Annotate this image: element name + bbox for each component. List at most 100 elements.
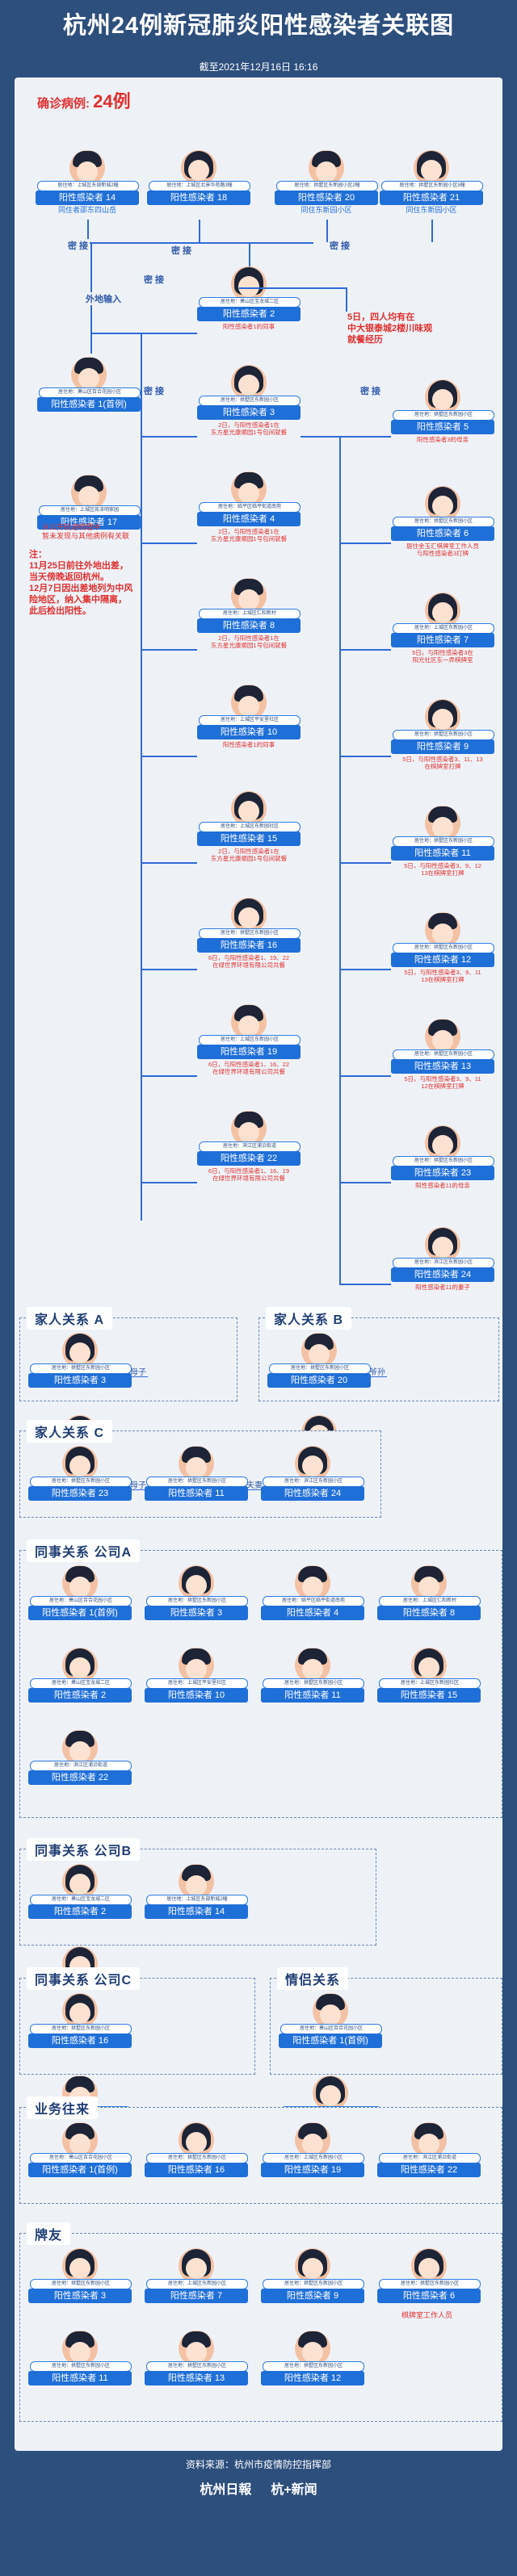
case-label: 阳性感染者 2 xyxy=(197,307,301,321)
connector-line xyxy=(339,756,391,757)
avatar-face xyxy=(302,1659,323,1680)
avatar xyxy=(62,1648,98,1683)
case-label: 阳性感染者 16 xyxy=(197,938,301,953)
edge-label: 密 接 xyxy=(142,384,166,397)
avatar-face xyxy=(418,1577,439,1598)
case-label: 阳性感染者 19 xyxy=(197,1045,301,1059)
case-node: 居住地：萧山区百合花园小区阳性感染者 1(首例) xyxy=(28,2122,132,2184)
case-node: 居住地：拱墅区东新园小区阳性感染者 3 xyxy=(28,1333,132,1394)
case-label: 阳性感染者 2 xyxy=(28,1904,132,1919)
avatar xyxy=(62,2122,98,2158)
avatar-face xyxy=(238,696,259,717)
avatar-face xyxy=(432,1237,453,1258)
relation-connector xyxy=(245,1489,264,1490)
avatar-face xyxy=(309,1344,330,1365)
relation-connector xyxy=(128,1376,148,1377)
case-node: 居住地：上城区东部新城2幢阳性感染者 14 xyxy=(145,1864,248,1925)
case-note: 同住东新园小区 xyxy=(406,206,457,214)
avatar-face xyxy=(77,161,98,182)
case-label: 阳性感染者 21 xyxy=(380,191,483,205)
avatar xyxy=(231,578,267,614)
edge-label: 密 接 xyxy=(66,239,90,252)
connector-line xyxy=(431,220,433,242)
case-label: 阳性感染者 4 xyxy=(197,512,301,526)
case-note: 阳性感染者11的妻子 xyxy=(415,1284,470,1291)
avatar xyxy=(425,593,460,628)
avatar-face xyxy=(238,1122,259,1143)
connector-line xyxy=(339,436,341,1284)
case-note: 2日，与阳性感染者1在 东方星光康顺园1号包间就餐 xyxy=(210,528,288,542)
avatar-face xyxy=(421,160,442,181)
case-label: 阳性感染者 1(首例) xyxy=(28,2163,132,2177)
case-note: 2日，与阳性感染者1在 东方星光康顺园1号包间就餐 xyxy=(210,848,288,862)
avatar-face xyxy=(69,1741,90,1762)
case-label: 阳性感染者 14 xyxy=(145,1904,248,1919)
connector-line xyxy=(339,1182,391,1183)
connector-line xyxy=(339,542,391,544)
connector-line xyxy=(87,242,313,244)
avatar-face xyxy=(432,1030,453,1051)
app-logo: 杭+新闻 xyxy=(271,2483,317,2497)
edge-label: 密 接 xyxy=(170,244,194,257)
case-node: 居住地：萧山区百合花园小区阳性感染者 1(首例) xyxy=(279,1993,382,2055)
relation-label: 爷孙 xyxy=(369,1368,385,1377)
avatar-face xyxy=(186,2258,207,2279)
avatar-face xyxy=(186,2132,207,2153)
case-note: 6日，与阳性感染者1、19、22 在绿世界环境有限公司共餐 xyxy=(208,954,290,969)
case-label: 阳性感染者 11 xyxy=(28,2371,132,2385)
group-title: 业务往来 xyxy=(27,2096,99,2119)
case-node: 居住地：拱墅区东新园小区阳性感染者 16 xyxy=(28,1993,132,2055)
case-note: 6日，与阳性感染者1、16、19 在绿世界环境有限公司共餐 xyxy=(208,1167,290,1182)
case-node: 居住地：拱墅区东新园小区阳性感染者 16 xyxy=(145,2122,248,2184)
group-title: 情侣关系 xyxy=(277,1967,349,1990)
member-note: 棋牌室工作人员 xyxy=(401,2311,453,2319)
case-label: 阳性感染者 3 xyxy=(28,1373,132,1388)
connector-line xyxy=(141,542,197,544)
data-source: 资料来源：杭州市疫情防控指挥部 xyxy=(185,2459,331,2470)
connector-line xyxy=(90,333,141,334)
case-label: 阳性感染者 10 xyxy=(145,1688,248,1703)
avatar-face xyxy=(238,375,259,396)
avatar xyxy=(295,1648,330,1683)
case-node: 居住地：拱墅区东新园小区阳性感染者 3 xyxy=(145,1565,248,1627)
avatar-face xyxy=(238,801,259,822)
avatar xyxy=(231,266,267,302)
case-node: 居住地：上城区仁和新村阳性感染者 8 xyxy=(377,1565,481,1627)
avatar-face xyxy=(432,817,453,838)
avatar xyxy=(425,379,460,415)
avatar xyxy=(295,2248,330,2284)
case-label: 阳性感染者 22 xyxy=(28,1770,132,1785)
avatar-face xyxy=(432,389,453,410)
case-label: 阳性感染者 1(首例) xyxy=(279,2034,382,2048)
case-note: 5日，与阳性感染者3、9、12 13在棋牌室打牌 xyxy=(404,862,481,877)
avatar xyxy=(425,1125,460,1161)
avatar xyxy=(425,912,460,948)
page-title: 杭州24例新冠肺炎阳性感染者关联图 xyxy=(62,13,455,39)
avatar xyxy=(179,2248,214,2284)
edge-label: 密 接 xyxy=(328,239,352,252)
avatar xyxy=(313,2075,348,2111)
connector-line xyxy=(141,862,197,864)
case-note: 阳性感染者1的同事 xyxy=(222,741,275,748)
connector-line xyxy=(141,969,197,970)
case-label: 阳性感染者 1(首例) xyxy=(28,1606,132,1620)
avatar-face xyxy=(418,2258,439,2279)
avatar xyxy=(62,1864,98,1900)
case-node: 居住地：拱墅区东新园小区阳性感染者 11 xyxy=(261,1648,364,1709)
case-label: 阳性感染者 14 xyxy=(36,191,139,205)
case-note: 5日，与阳性感染者3、11、13 在棋牌室打牌 xyxy=(402,756,483,770)
case-label: 阳性感染者 3 xyxy=(145,1606,248,1620)
connector-line xyxy=(199,220,200,242)
avatar-face xyxy=(186,1875,207,1896)
connector-line xyxy=(141,1075,197,1077)
avatar-face xyxy=(188,160,209,181)
